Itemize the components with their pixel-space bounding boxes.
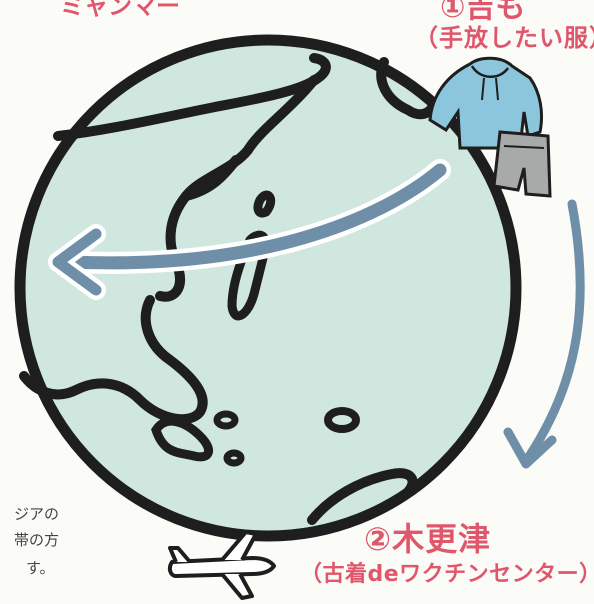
airplane-icon xyxy=(167,530,276,600)
destination-label-title: ②木更津 xyxy=(364,520,492,558)
body-text-line-2: 帯の方 xyxy=(14,531,60,549)
top-label-fragment: ミャンマー xyxy=(60,0,180,20)
origin-label-title: ①吉も xyxy=(440,0,526,25)
body-text-line-3: す。 xyxy=(26,559,55,577)
destination-label-subtitle: （古着deワクチンセンター） xyxy=(300,562,594,587)
arrow-down-icon xyxy=(503,199,585,469)
arrow-left-icon xyxy=(48,159,451,300)
body-text-line-1: ジアの xyxy=(14,505,60,523)
origin-label-subtitle: （手放したい服） xyxy=(414,24,594,52)
shorts-icon xyxy=(492,130,552,198)
hoodie-icon xyxy=(428,56,544,150)
globe-icon xyxy=(14,34,522,542)
